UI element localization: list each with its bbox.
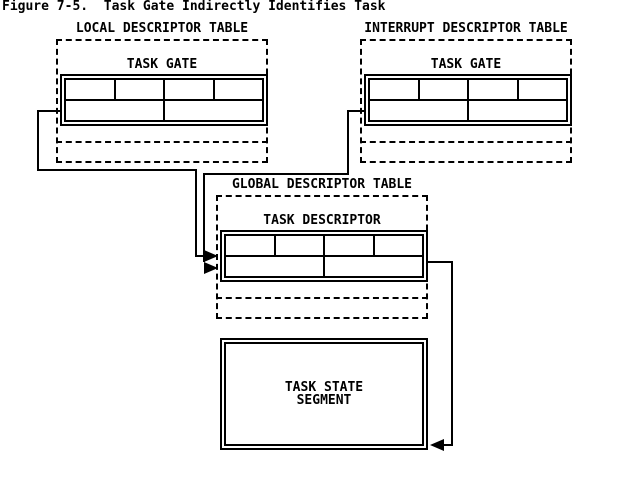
idt-task-gate-box (364, 74, 572, 126)
descriptor-field-cell (66, 101, 165, 120)
gdt-to-tss-connector (428, 261, 453, 446)
descriptor-field-cell (116, 80, 165, 99)
arrowhead-left-icon (430, 439, 444, 451)
descriptor-field-cell (325, 257, 422, 276)
descriptor-field-cell (370, 80, 420, 99)
descriptor-upper-row (66, 80, 262, 101)
tss-label-line1: TASK STATE (284, 380, 364, 395)
gdt-entry-label: TASK DESCRIPTOR (263, 213, 381, 228)
descriptor-field-cell (165, 80, 215, 99)
ldt-empty-slot-divider (56, 141, 268, 143)
descriptor-field-cell (519, 80, 567, 99)
gdt-task-descriptor-grid (224, 234, 424, 278)
descriptor-field-cell (469, 80, 519, 99)
figure-title: Figure 7-5. Task Gate Indirectly Identif… (2, 0, 386, 14)
task-state-segment-label: TASK STATE SEGMENT (224, 342, 424, 446)
descriptor-field-cell (420, 80, 469, 99)
descriptor-field-cell (215, 80, 263, 99)
descriptor-field-cell (276, 236, 325, 255)
tss-label-line2: SEGMENT (296, 393, 352, 408)
ldt-heading: LOCAL DESCRIPTOR TABLE (75, 21, 249, 36)
idt-entry-label: TASK GATE (430, 57, 502, 72)
descriptor-field-cell (325, 236, 375, 255)
descriptor-lower-row (370, 101, 566, 120)
ldt-task-gate-grid (64, 78, 264, 122)
descriptor-field-cell (370, 101, 469, 120)
descriptor-lower-row (66, 101, 262, 120)
idt-task-gate-grid (368, 78, 568, 122)
descriptor-field-cell (226, 257, 325, 276)
descriptor-upper-row (226, 236, 422, 257)
gdt-empty-slot-divider (216, 297, 428, 299)
descriptor-field-cell (469, 101, 566, 120)
descriptor-field-cell (165, 101, 262, 120)
descriptor-field-cell (66, 80, 116, 99)
gdt-heading: GLOBAL DESCRIPTOR TABLE (231, 177, 412, 192)
descriptor-field-cell (375, 236, 423, 255)
task-state-segment-box: TASK STATE SEGMENT (220, 338, 428, 450)
descriptor-lower-row (226, 257, 422, 276)
idt-empty-slot-divider (360, 141, 572, 143)
gdt-task-descriptor-box (220, 230, 428, 282)
descriptor-field-cell (226, 236, 276, 255)
descriptor-upper-row (370, 80, 566, 101)
ldt-entry-label: TASK GATE (126, 57, 198, 72)
idt-heading: INTERRUPT DESCRIPTOR TABLE (364, 21, 568, 36)
ldt-task-gate-box (60, 74, 268, 126)
